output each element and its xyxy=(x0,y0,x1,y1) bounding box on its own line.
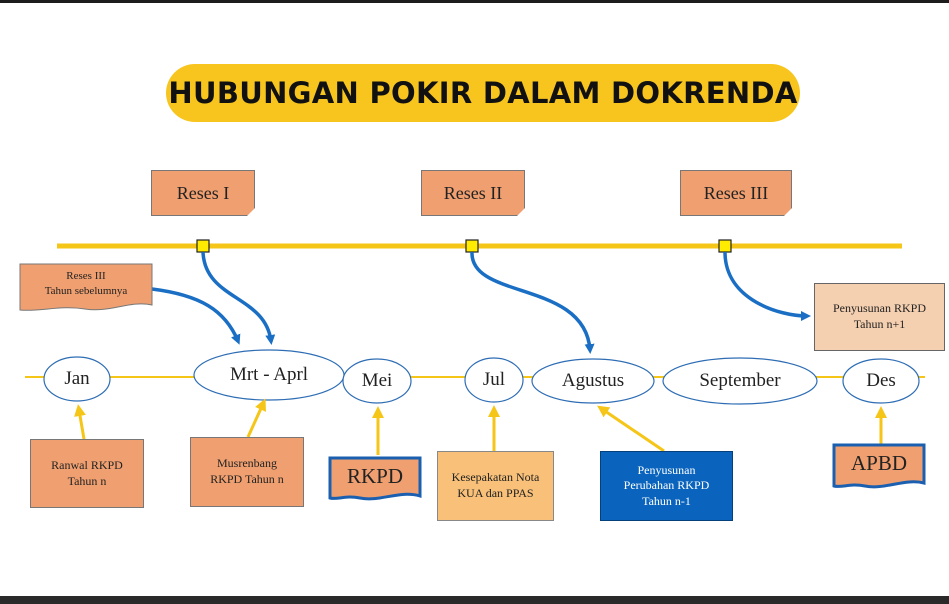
apbd-document-shape xyxy=(832,443,926,489)
reses-prev-note: Reses III Tahun sebelumnya xyxy=(20,266,152,302)
kesepakatan-text: Kesepakatan Nota KUA dan PPAS xyxy=(451,470,540,500)
bottom-border xyxy=(0,596,949,604)
page-fold-icon xyxy=(784,208,792,216)
reses-2-label: Reses II xyxy=(443,182,503,203)
reses-prev-note-text: Reses III Tahun sebelumnya xyxy=(44,270,128,297)
reses-prev-note-shape xyxy=(19,263,153,311)
month-jul-ellipse xyxy=(464,357,524,403)
perubahan-rkpd-box: Penyusunan Perubahan RKPD Tahun n-1 xyxy=(600,451,733,521)
month-jul: Jul xyxy=(465,358,523,402)
perubahan-rkpd-text: Penyusunan Perubahan RKPD Tahun n-1 xyxy=(623,462,710,508)
ranwal-rkpd-box: Ranwal RKPD Tahun n xyxy=(30,439,144,508)
apbd-text: APBD xyxy=(850,450,908,475)
diagram-title: HUBUNGAN POKIR DALAM DOKRENDA xyxy=(166,64,800,122)
reses-1-tag: Reses I xyxy=(151,170,255,216)
musrenbang-text: Musrenbang RKPD Tahun n xyxy=(210,456,284,486)
rkpd-document-shape xyxy=(328,456,422,501)
reses-2-tag: Reses II xyxy=(421,170,525,216)
arrow-reses-prev-to-mrt xyxy=(151,287,241,345)
month-agustus-label: Agustus xyxy=(561,370,625,391)
top-border xyxy=(0,0,949,3)
month-jan-ellipse xyxy=(43,356,111,402)
month-des-ellipse xyxy=(842,358,920,404)
reses-1-marker xyxy=(196,239,210,253)
reses-3-marker xyxy=(718,239,732,253)
penyusunan-rkpd-next-text: Penyusunan RKPD Tahun n+1 xyxy=(832,301,926,331)
musrenbang-box: Musrenbang RKPD Tahun n xyxy=(190,437,304,507)
month-mei: Mei xyxy=(343,359,411,403)
arrow-reses2-to-agustus xyxy=(470,251,595,354)
page-fold-icon xyxy=(517,208,525,216)
arrow-perubahan-to-agustus xyxy=(597,405,665,453)
arrow-musrenbang-to-mrt xyxy=(246,398,266,438)
month-mrt-aprl-label: Mrt - Aprl xyxy=(229,364,309,385)
arrow-ranwal-to-jan xyxy=(74,404,86,440)
arrow-reses3-to-penyusunan xyxy=(723,251,811,321)
month-des-label: Des xyxy=(866,370,896,391)
penyusunan-rkpd-next-box: Penyusunan RKPD Tahun n+1 xyxy=(814,283,945,351)
month-september-ellipse xyxy=(662,357,818,405)
diagram-title-text: HUBUNGAN POKIR DALAM DOKRENDA xyxy=(168,76,798,110)
month-jul-label: Jul xyxy=(482,369,506,390)
reses-3-tag: Reses III xyxy=(680,170,792,216)
month-mei-label: Mei xyxy=(361,370,393,391)
month-agustus: Agustus xyxy=(532,359,654,403)
month-agustus-ellipse xyxy=(531,358,655,404)
month-mrt-aprl: Mrt - Aprl xyxy=(194,350,344,400)
apbd-document: APBD xyxy=(834,445,924,481)
reses-2-marker xyxy=(465,239,479,253)
reses-1-label: Reses I xyxy=(176,182,230,203)
month-september: September xyxy=(663,358,817,404)
month-jan: Jan xyxy=(44,357,110,401)
ranwal-rkpd-text: Ranwal RKPD Tahun n xyxy=(51,457,123,488)
rkpd-text: RKPD xyxy=(346,463,404,488)
month-september-label: September xyxy=(699,370,781,391)
reses-3-label: Reses III xyxy=(703,182,769,203)
kesepakatan-box: Kesepakatan Nota KUA dan PPAS xyxy=(437,451,554,521)
arrow-reses1-to-mrt xyxy=(201,251,276,345)
rkpd-document: RKPD xyxy=(330,458,420,494)
month-jan-label: Jan xyxy=(64,368,90,389)
page-fold-icon xyxy=(247,208,255,216)
month-des: Des xyxy=(843,359,919,403)
month-mei-ellipse xyxy=(342,358,412,404)
